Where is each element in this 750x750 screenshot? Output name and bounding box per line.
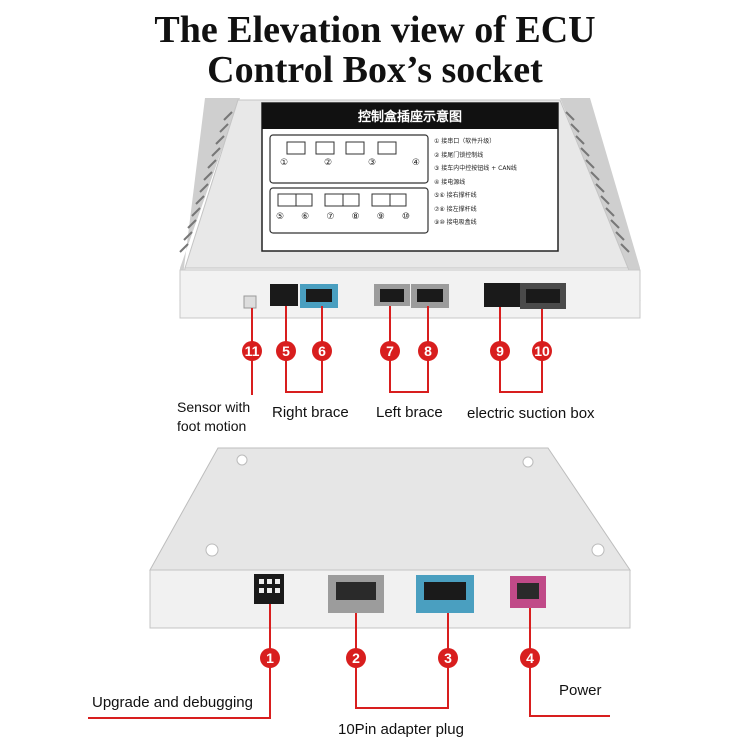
svg-text:1: 1 <box>266 650 274 666</box>
sticker-num: ② <box>323 158 333 168</box>
svg-text:7: 7 <box>386 343 394 359</box>
top-sockets <box>243 283 566 309</box>
marker-5: 5 <box>276 341 296 361</box>
marker-6: 6 <box>312 341 332 361</box>
sensor-label-line2: foot motion <box>177 418 247 434</box>
marker-7: 7 <box>380 341 400 361</box>
sticker-num: ⑨ <box>376 212 385 222</box>
marker-8: 8 <box>418 341 438 361</box>
sticker-num: ④ <box>411 158 420 168</box>
legend-item: ④ 接电源线 <box>434 178 466 186</box>
sticker-num: ⑩ <box>401 212 410 222</box>
suction-box-label: electric suction box <box>467 405 595 422</box>
svg-text:6: 6 <box>318 343 326 359</box>
sensor-label-line1: Sensor with <box>177 399 251 415</box>
legend-item: ⑦⑧ 接左撑杆线 <box>434 205 477 213</box>
marker-2: 2 <box>346 648 366 668</box>
power-label: Power <box>559 682 602 699</box>
svg-text:8: 8 <box>424 343 432 359</box>
sticker-num: ③ <box>367 158 377 168</box>
svg-text:5: 5 <box>282 343 290 359</box>
right-brace-label: Right brace <box>272 404 349 421</box>
sticker-num: ⑧ <box>351 212 360 222</box>
marker-1: 1 <box>260 648 280 668</box>
upgrade-label: Upgrade and debugging <box>92 694 253 711</box>
legend-item: ⑨⑩ 接电吸盒线 <box>434 219 477 226</box>
marker-11: 11 <box>242 341 262 361</box>
svg-text:10: 10 <box>534 343 550 359</box>
marker-10: 10 <box>532 341 552 361</box>
svg-text:11: 11 <box>245 343 260 359</box>
sticker-num: ① <box>280 158 289 168</box>
title-line-1: The Elevation view of ECU <box>154 9 596 51</box>
sticker-legend: ① 接串口（软件升级） ② 接尾门锁控制线 ③ 接车内中控按钮线 + CAN线 … <box>434 135 556 230</box>
sticker-num: ⑥ <box>301 212 310 222</box>
marker-9: 9 <box>490 341 510 361</box>
sticker-numbers-bottom: ⑤ ⑥ ⑦ ⑧ ⑨ ⑩ <box>276 212 410 222</box>
legend-item: ② 接尾门锁控制线 <box>434 151 484 159</box>
svg-text:2: 2 <box>352 650 360 666</box>
svg-text:3: 3 <box>444 650 452 666</box>
sensor-label: Sensor with foot motion <box>177 398 250 436</box>
top-control-box <box>179 98 641 319</box>
top-markers: 11 5 6 7 8 9 10 <box>242 341 552 361</box>
sticker-num: ⑦ <box>326 212 335 222</box>
svg-text:4: 4 <box>526 650 534 666</box>
legend-item: ③ 接车内中控按钮线 + CAN线 <box>434 165 517 172</box>
left-brace-label: Left brace <box>376 404 443 421</box>
marker-4: 4 <box>520 648 540 668</box>
legend-item: ⑤⑥ 接右撑杆线 <box>434 192 477 199</box>
svg-text:9: 9 <box>496 343 504 359</box>
marker-3: 3 <box>438 648 458 668</box>
panel-title: 控制盒插座示意图 <box>357 110 462 125</box>
sticker-num: ⑤ <box>276 212 285 222</box>
title-line-2: Control Box’s socket <box>207 49 543 91</box>
legend-item: ① 接串口（软件升级） <box>434 138 496 145</box>
bottom-markers: 1 2 3 4 <box>260 648 540 668</box>
sticker-numbers-top: ① ② ③ ④ <box>280 158 420 168</box>
bottom-control-box <box>149 447 631 629</box>
adapter-label: 10Pin adapter plug <box>338 721 464 738</box>
